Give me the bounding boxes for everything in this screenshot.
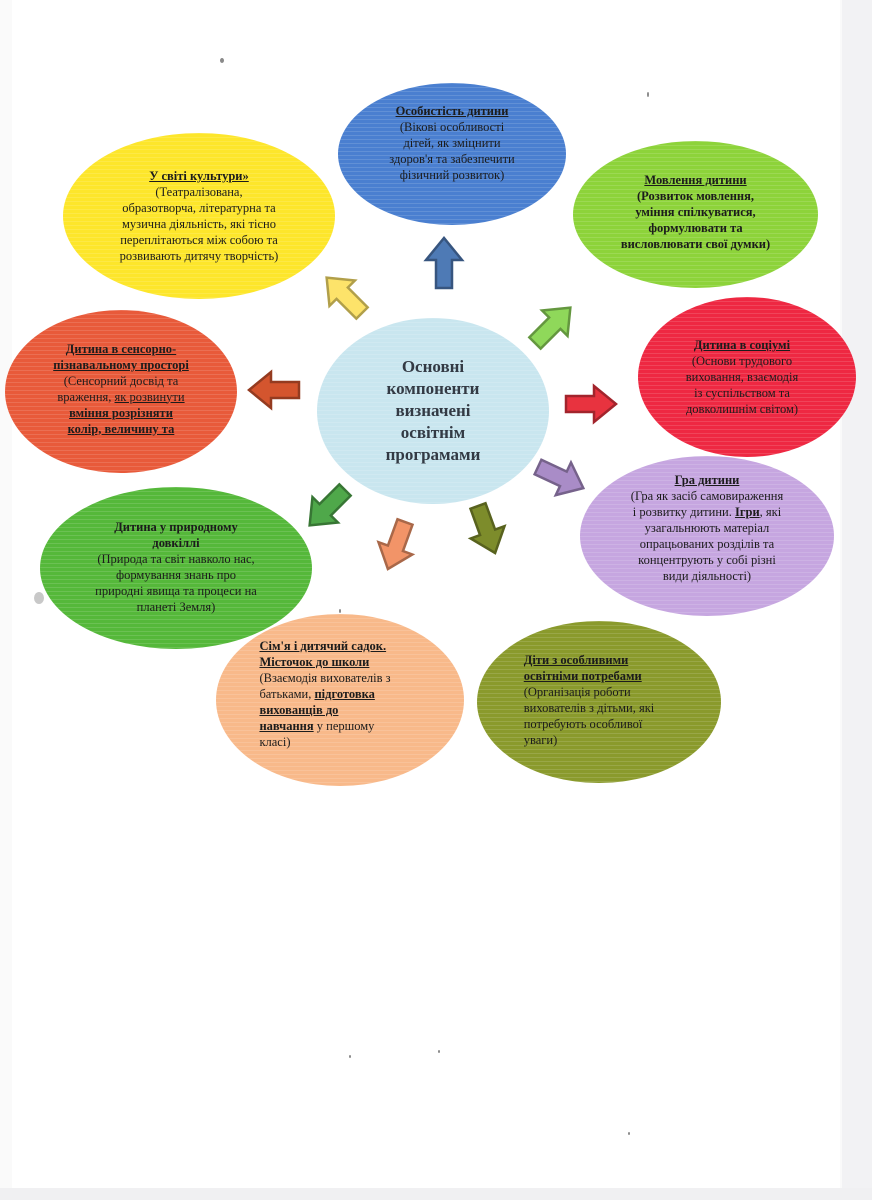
bubble-sensory-space: Дитина в сенсорно- пізнавальному простор… (5, 310, 237, 473)
culture-line-1: (Театралізована, (155, 185, 243, 199)
bubble-special-needs: Діти з особливими освітніми потребами (О… (477, 621, 721, 783)
scan-speck (647, 92, 649, 97)
scan-speck (349, 1055, 351, 1058)
scan-edge-bottom (0, 1188, 872, 1200)
personality-line-1: (Вікові особливості (399, 120, 505, 134)
nature-title-2: довкіллі (152, 536, 200, 550)
bubble-child-in-society: Дитина в соціумі (Основи трудового вихов… (638, 297, 856, 457)
personality-title: Особистість дитини (395, 104, 509, 118)
play-title: Гра дитини (674, 473, 740, 487)
culture-line-2: образотворча, літературна та (122, 201, 276, 215)
family-title-2: Місточок до школи (259, 655, 370, 669)
nature-line-2: формування знань про (116, 568, 236, 582)
scan-speck (339, 609, 341, 613)
society-line-4: довколишнім світом) (685, 402, 799, 416)
special-title-1: Діти з особливими (523, 653, 629, 667)
personality-line-4: фізичний розвиток) (399, 168, 505, 182)
bubble-child-play: Гра дитини (Гра як засіб самовираження і… (580, 456, 834, 616)
personality-line-2: дітей, як зміцнити (403, 136, 501, 150)
play-line-6: види діяльності) (662, 569, 752, 583)
society-line-2: виховання, взаємодія (685, 370, 799, 384)
speech-line-1: (Розвиток мовлення, (637, 188, 754, 203)
sensory-line-1: (Сенсорний досвід та (63, 373, 179, 388)
speech-line-2: уміння спілкуватися, (635, 204, 756, 219)
speech-title: Мовлення дитини (644, 172, 747, 187)
sensory-line-4: колір, величину та (67, 421, 175, 436)
family-line-3: вихованців до (259, 703, 339, 717)
bubble-child-speech: Мовлення дитини (Розвиток мовлення, умін… (573, 141, 818, 288)
scan-edge-right (842, 0, 872, 1200)
family-line-2b: підготовка (314, 687, 375, 701)
sensory-title-1: Дитина в сенсорно- (65, 341, 177, 356)
society-title: Дитина в соціумі (693, 338, 791, 352)
bubble-world-of-culture: У світі культури» (Театралізована, образ… (63, 133, 335, 299)
special-line-4: уваги) (523, 733, 558, 747)
bubble-family-and-kindergarten: Сім'я і дитячий садок. Місточок до школи… (216, 614, 464, 786)
family-line-2a: батьками, (259, 687, 315, 701)
culture-line-4: переплітаються між собою та (120, 233, 278, 247)
center-line-4: освітнім (400, 423, 466, 442)
center-line-2: компоненти (386, 379, 480, 398)
culture-line-5: розвивають дитячу творчість) (119, 249, 279, 263)
play-line-2-end: , які (759, 505, 782, 519)
family-line-1: (Взаємодія вихователів з (259, 671, 391, 685)
culture-line-3: музична діяльність, які тісно (122, 217, 276, 231)
center-line-1: Основні (401, 357, 465, 376)
play-line-3: узагальнюють матеріал (644, 521, 770, 535)
scan-speck (628, 1132, 630, 1135)
scan-speck (220, 58, 224, 63)
nature-line-3: природні явища та процеси на (95, 584, 257, 598)
center-line-5: програмами (385, 445, 481, 464)
sensory-line-2a: враження, (57, 389, 115, 404)
nature-line-4: планеті Земля) (136, 600, 216, 614)
sensory-title-2: пізнавальному просторі (53, 357, 189, 372)
special-line-2: вихователів з дітьми, які (523, 701, 655, 715)
culture-title: У світі культури» (149, 169, 249, 183)
play-line-2-games: Ігри (734, 505, 760, 519)
family-line-5: класі) (259, 735, 291, 749)
scan-speck (34, 592, 44, 604)
play-line-4: опрацьованих розділів та (639, 537, 775, 551)
play-line-2: і розвитку дитини. (632, 505, 735, 519)
special-line-3: потребують особливої (523, 717, 643, 731)
center-line-3: визначені (395, 401, 471, 420)
sensory-line-2b: як розвинути (114, 389, 185, 404)
family-title-1: Сім'я і дитячий садок. (259, 639, 387, 653)
society-line-1: (Основи трудового (691, 354, 793, 368)
center-bubble: Основні компоненти визначені освітнім пр… (317, 318, 549, 504)
bubble-child-personality: Особистість дитини (Вікові особливості д… (338, 83, 566, 225)
nature-line-1: (Природа та світ навколо нас, (97, 552, 255, 566)
bubble-natural-environment: Дитина у природному довкіллі (Природа та… (40, 487, 312, 649)
sensory-line-3: вміння розрізняти (69, 405, 173, 420)
scan-speck (438, 1050, 440, 1053)
play-line-1: (Гра як засіб самовираження (630, 489, 784, 503)
play-line-5: концентрують у собі різні (638, 553, 776, 567)
family-line-4b: у першому (313, 719, 375, 733)
family-line-4a: навчання (259, 719, 314, 733)
nature-title-1: Дитина у природному (114, 520, 238, 534)
special-line-1: (Організація роботи (523, 685, 631, 699)
speech-line-3: формулювати та (648, 220, 743, 235)
society-line-3: із суспільством та (694, 386, 790, 400)
speech-line-4: висловлювати свої думки) (620, 236, 771, 251)
special-title-2: освітніми потребами (523, 669, 642, 683)
personality-line-3: здоров'я та забезпечити (389, 152, 515, 166)
